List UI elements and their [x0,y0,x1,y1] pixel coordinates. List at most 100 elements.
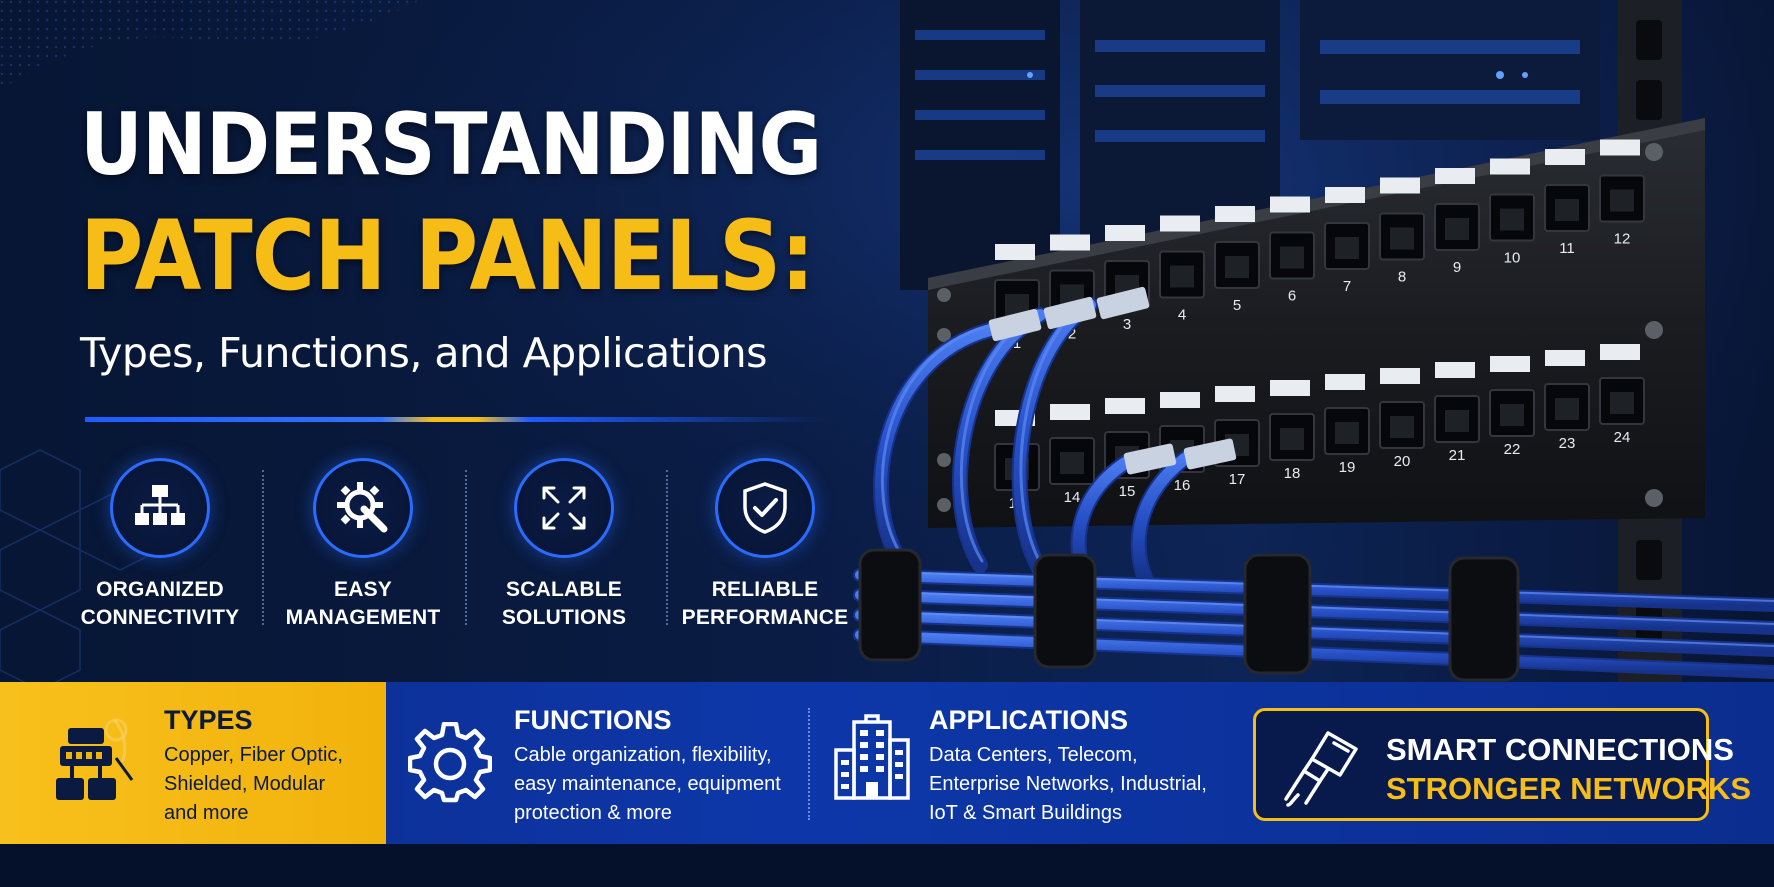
rj45-port-contacts [1445,218,1469,240]
port-number: 6 [1288,288,1296,305]
title-underline [85,417,825,422]
port-label-strip [1215,386,1255,402]
port-number: 20 [1394,453,1411,470]
feature-circle [313,458,413,558]
feature-reliable-performance: RELIABLE PERFORMANCE [665,458,865,632]
rj45-port-contacts [1390,416,1414,438]
subtitle: Types, Functions, and Applications [80,329,768,377]
types-description: Copper, Fiber Optic, Shielded, Modular a… [164,744,343,824]
band-divider [808,708,810,820]
port-label-strip [1105,225,1145,241]
shield-check-icon [743,482,787,534]
port-label-strip [1435,362,1475,378]
port-number: 5 [1233,297,1241,314]
feature-label: EASY MANAGEMENT [285,578,441,629]
rj45-port-contacts [1500,208,1524,231]
port-label-strip [1325,374,1365,390]
port-number: 19 [1339,459,1356,476]
port-number: 9 [1453,259,1461,276]
rj45-port-contacts [1555,398,1579,420]
port-number: 1 [1013,335,1021,352]
port-label-strip [1600,344,1640,360]
port-number: 22 [1504,441,1521,458]
port-label-strip [1160,392,1200,408]
functions-description: Cable organization, flexibility, easy ma… [514,744,781,824]
server-racks [900,0,1682,720]
feature-circle [110,458,210,558]
rj45-port-contacts [1060,452,1084,474]
title-understanding: UNDERSTANDING [80,95,822,195]
port-label-strip [1600,139,1640,156]
port-label-strip [1325,187,1365,203]
rj45-port-contacts [1555,199,1579,221]
title-patch-panels: PATCH PANELS: [80,200,815,312]
gear-wrench-icon [337,482,388,533]
feature-circle [514,458,614,558]
port-number: 18 [1284,465,1301,482]
network-switch-icon [56,718,134,800]
feature-scalable-solutions: SCALABLE SOLUTIONS [464,458,664,632]
port-number: 2 [1068,326,1076,343]
feature-label: ORGANIZED CONNECTIVITY [80,578,240,629]
feature-label: RELIABLE PERFORMANCE [681,578,849,629]
cta-box: SMART CONNECTIONS STRONGER NETWORKS [1253,708,1751,821]
port-number: 16 [1174,477,1191,494]
port-label-strip [1545,149,1585,165]
functions-title: FUNCTIONS [514,705,672,735]
rj45-port-contacts [1610,392,1634,414]
rj45-port-contacts [1335,422,1359,444]
port-number: 8 [1398,269,1406,286]
ethernet-plug-icon [1284,731,1358,807]
cta-stronger-networks: STRONGER NETWORKS [1386,771,1752,806]
port-label-strip [1160,215,1200,232]
applications-description: Data Centers, Telecom, Enterprise Networ… [929,744,1207,824]
feature-label: SCALABLE SOLUTIONS [501,578,627,629]
cable-holders [858,548,1520,682]
port-number: 11 [1559,240,1575,257]
port-label-strip [1490,158,1530,175]
port-label-strip [1435,168,1475,184]
bottom-strip [0,844,1774,887]
port-number: 10 [1504,250,1521,267]
port-label-strip [1380,368,1420,384]
port-number: 15 [1119,483,1136,500]
dot-texture [0,0,420,90]
rj45-port-contacts [1225,256,1249,278]
feature-divider [666,470,668,625]
types-section: TYPES Copper, Fiber Optic, Shielded, Mod… [0,682,386,844]
gear-icon [408,722,492,803]
feature-divider [262,470,264,625]
hierarchy-icon [135,485,185,525]
rj45-port-contacts [1005,294,1029,316]
building-icon [834,714,910,800]
port-label-strip [995,244,1035,260]
port-number: 7 [1343,278,1351,295]
rj45-port-contacts [1280,428,1304,450]
feature-divider [465,470,467,625]
feature-circle [715,458,815,558]
port-label-strip [1380,177,1420,194]
rj45-port-contacts [1500,404,1524,426]
port-number: 21 [1449,447,1466,464]
rj45-port-contacts [1610,189,1634,212]
port-label-strip [1105,398,1145,414]
port-label-strip [1270,196,1310,213]
port-label-strip [1215,206,1255,222]
rj45-port-contacts [1390,227,1414,250]
port-number: 17 [1229,471,1246,488]
rj45-port-contacts [1280,246,1304,269]
cable-bundle [853,568,1774,679]
port-label-strip [1545,350,1585,366]
port-label-strip [1490,356,1530,372]
rj45-port-contacts [1335,237,1359,259]
title-block: UNDERSTANDING PATCH PANELS: Types, Funct… [80,95,880,377]
port-label-strip [1050,404,1090,420]
types-title: TYPES [164,705,253,735]
port-number: 24 [1614,429,1631,446]
port-number: 12 [1614,231,1631,248]
feature-easy-management: EASY MANAGEMENT [263,458,463,632]
port-label-strip [1270,380,1310,396]
port-number: 3 [1123,316,1131,333]
